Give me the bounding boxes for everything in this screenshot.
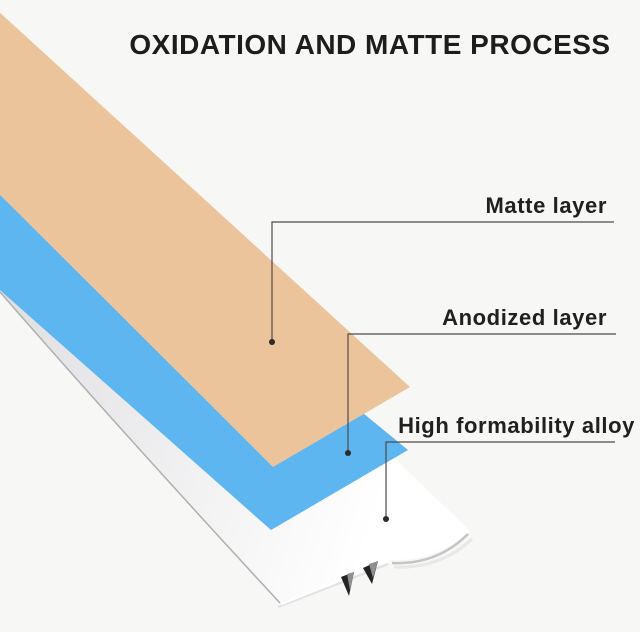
- label-anodized-layer: Anodized layer: [442, 305, 607, 330]
- label-high-formability-alloy: High formability alloy: [398, 413, 635, 438]
- alloy-fin-left-highlight: [347, 572, 354, 590]
- matte-layer-sheet: [0, 12, 410, 467]
- callout-dot-matte: [269, 339, 275, 345]
- leader-line-matte: [271, 221, 614, 342]
- diagram-title: OXIDATION AND MATTE PROCESS: [129, 29, 611, 60]
- label-matte-layer: Matte layer: [485, 193, 607, 218]
- callout-leader-lines: [271, 221, 616, 519]
- callout-dot-alloy: [383, 516, 389, 522]
- alloy-left-edge-line: [0, 291, 281, 604]
- alloy-lip-shadow-soft: [393, 537, 474, 569]
- alloy-lip-shadow: [391, 533, 469, 565]
- leader-line-alloy: [385, 441, 615, 519]
- callout-dot-anodized: [345, 450, 351, 456]
- alloy-fin-right-highlight: [369, 561, 378, 578]
- leader-line-anodized: [347, 333, 616, 453]
- callout-dots: [269, 339, 389, 522]
